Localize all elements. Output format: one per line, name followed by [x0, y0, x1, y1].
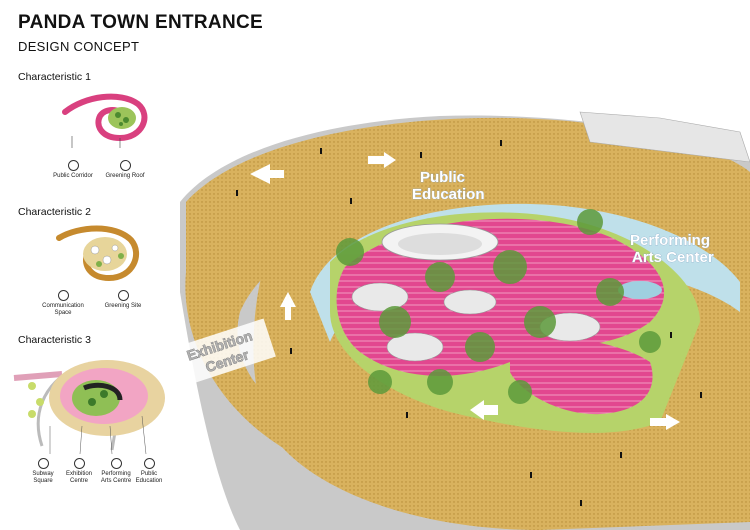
- direction-arrows: [250, 152, 680, 430]
- label-performing-arts-line-2: Arts Center: [632, 249, 714, 266]
- greening-site-icon: [117, 290, 129, 301]
- page-subtitle: DESIGN CONCEPT: [18, 39, 140, 54]
- communication-space-icon: [57, 290, 69, 301]
- characteristic-3-label: Characteristic 3: [18, 334, 91, 346]
- callout-public-corridor: Public Corridor: [48, 160, 98, 180]
- performing-arts-centre-icon: [110, 458, 122, 469]
- characteristic-1-diagram: [62, 93, 148, 148]
- exhibition-centre-icon: [73, 458, 85, 469]
- callout-greening-site: Greening Site: [98, 290, 148, 310]
- callout-communication-space: Communication Space: [38, 290, 88, 317]
- page-title: PANDA TOWN ENTRANCE: [18, 12, 263, 33]
- sunken-court-1: [351, 282, 409, 312]
- callout-greening-roof: Greening Roof: [100, 160, 150, 180]
- aerial-illustration: Public Education Performing Arts Center …: [180, 111, 750, 530]
- callout-subway-square: Subway Square: [26, 458, 60, 485]
- sunken-court-2: [443, 289, 497, 315]
- callout-public-education: Public Education: [132, 458, 166, 485]
- characteristic-2-label: Characteristic 2: [18, 206, 91, 218]
- characteristic-2-diagram: [56, 225, 139, 282]
- subway-square-icon: [37, 458, 49, 469]
- people: [236, 140, 702, 506]
- label-public-education-line-2: Education: [412, 186, 485, 203]
- exhibition-center-sign: Exhibition Center: [180, 318, 276, 385]
- greening-roof-icon: [119, 160, 131, 171]
- pink-plaza-south: [510, 338, 653, 415]
- callout-performing-arts-centre: Performing Arts Centre: [96, 458, 136, 485]
- callout-exhibition-centre: Exhibition Centre: [62, 458, 96, 485]
- public-education-icon: [143, 458, 155, 469]
- characteristic-1-label: Characteristic 1: [18, 71, 91, 83]
- public-corridor-icon: [67, 160, 79, 171]
- trees: [336, 209, 661, 404]
- label-public-education-line-1: Public: [420, 169, 465, 186]
- sunken-court-4: [386, 332, 444, 362]
- performing-arts-building: [579, 111, 750, 163]
- characteristic-3-diagram: [13, 360, 165, 455]
- label-performing-arts-line-1: Performing: [630, 232, 710, 249]
- water-pool: [618, 281, 662, 299]
- amphitheater-inner: [398, 233, 482, 255]
